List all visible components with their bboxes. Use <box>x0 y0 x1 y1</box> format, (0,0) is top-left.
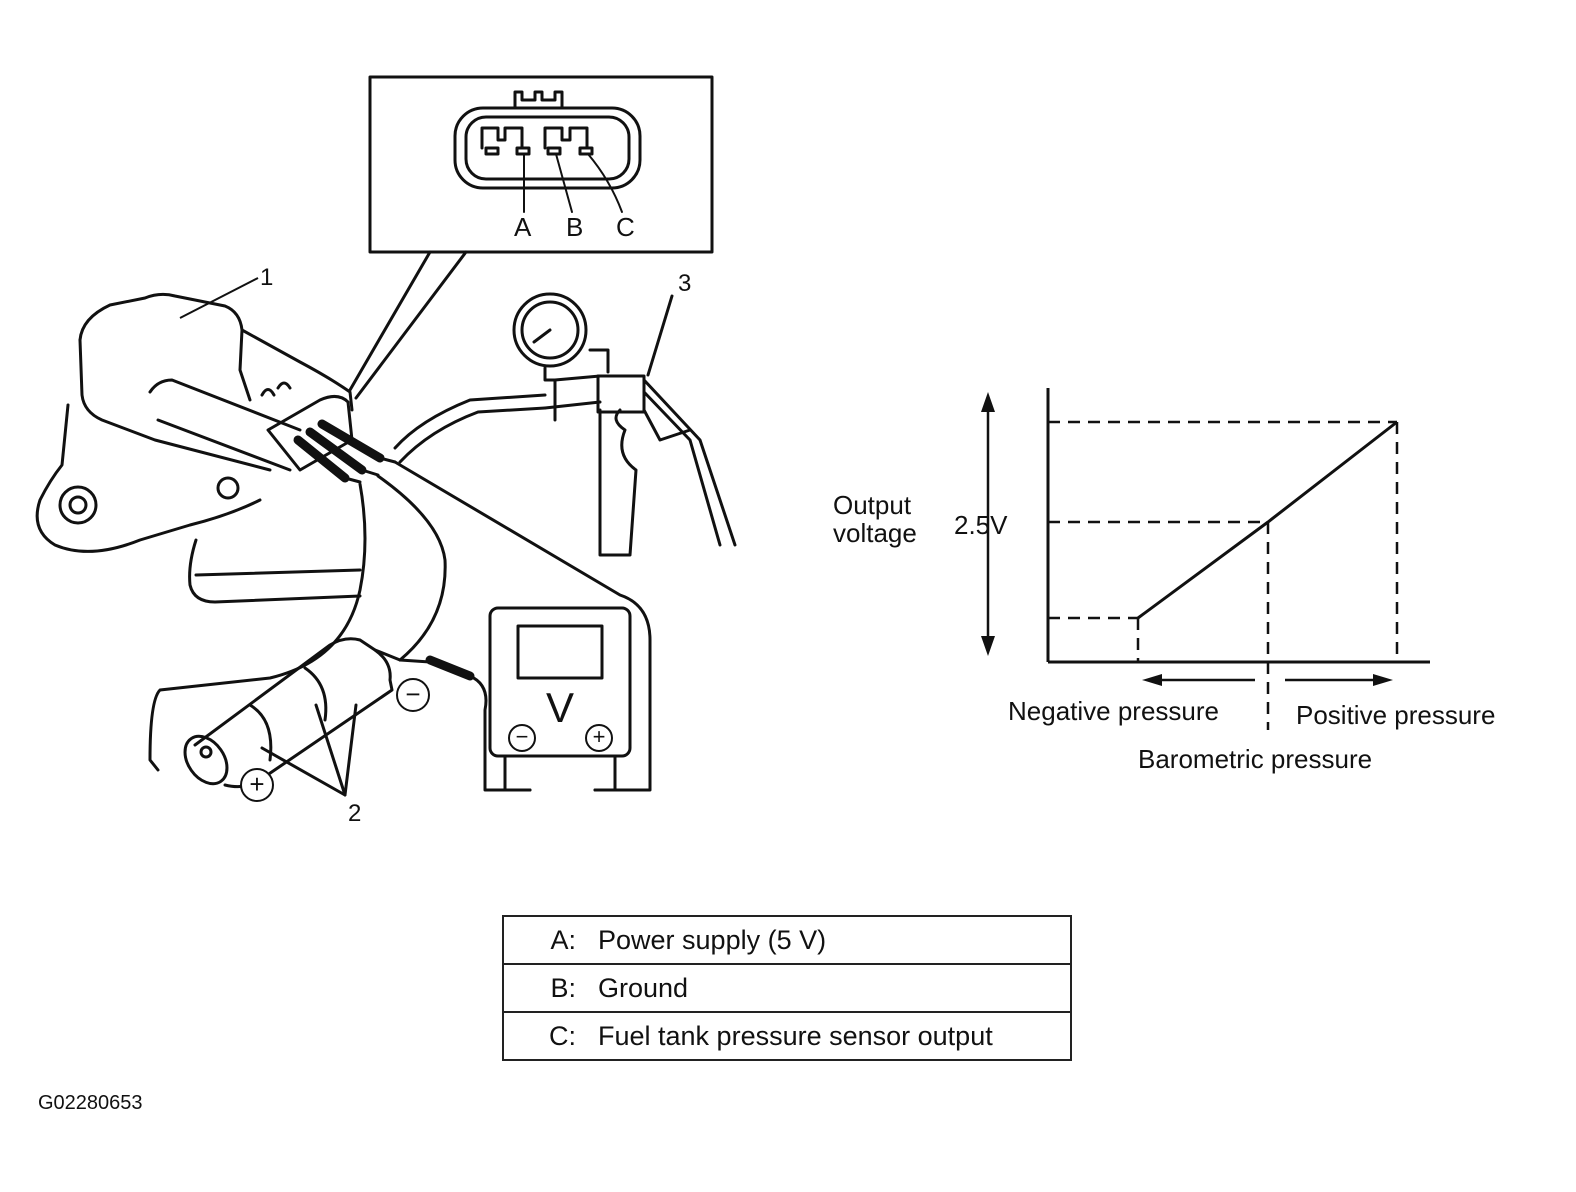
callout-pump: 3 <box>678 270 692 297</box>
table-row: C: Fuel tank pressure sensor output <box>502 1011 1072 1061</box>
graph-y-label-line2: voltage <box>833 518 917 548</box>
pin-label-c: C <box>616 212 635 242</box>
connector-inset-frame <box>368 75 714 254</box>
graph-mid-voltage: 2.5V <box>954 510 1008 540</box>
pin-label-a: A <box>514 212 532 242</box>
voltmeter-minus-terminal: − <box>508 724 536 752</box>
battery-minus-symbol: − <box>396 678 430 712</box>
voltmeter-unit-label: V <box>546 684 575 731</box>
graph-x-label: Barometric pressure <box>1138 744 1373 774</box>
table-row: B: Ground <box>502 963 1072 1013</box>
voltmeter-plus-terminal: + <box>585 724 613 752</box>
pin-label-b: B <box>566 212 584 242</box>
callout-sensor: 1 <box>260 264 274 291</box>
connector-face <box>453 90 642 213</box>
pin-key: A: <box>550 924 576 955</box>
vacuum-pump <box>512 292 737 557</box>
battery-pack <box>183 637 532 797</box>
pin-description: Fuel tank pressure sensor output <box>598 1020 993 1051</box>
table-row: A: Power supply (5 V) <box>502 915 1072 965</box>
pin-description: Power supply (5 V) <box>598 924 827 955</box>
figure-id: G02280653 <box>38 1092 143 1114</box>
voltmeter-body <box>488 606 632 792</box>
callout-battery: 2 <box>348 800 362 827</box>
pin-description: Ground <box>598 972 689 1003</box>
probe-leads <box>148 393 652 792</box>
pin-description-table: A: Power supply (5 V) B: Ground C: Fuel tan… <box>502 915 1072 1061</box>
battery-plus-symbol: + <box>240 768 274 802</box>
graph-y-label-line1: Output <box>833 490 912 520</box>
pressure-sensor-body <box>35 292 362 604</box>
pin-key: C: <box>549 1020 576 1051</box>
pin-key: B: <box>550 972 576 1003</box>
graph-positive-pressure-label: Positive pressure <box>1296 700 1496 730</box>
voltage-graph <box>986 388 1430 730</box>
graph-negative-pressure-label: Negative pressure <box>1008 696 1219 726</box>
